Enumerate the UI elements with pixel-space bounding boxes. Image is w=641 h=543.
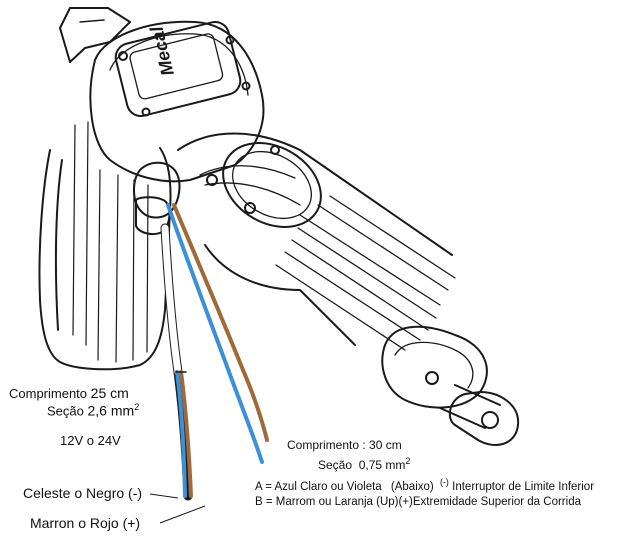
label-plate	[114, 21, 242, 117]
limit-section-label: Seção	[318, 458, 353, 472]
limit-section-value: 0,75 mm	[358, 458, 406, 472]
motor-length: Comprimento 25 cm	[9, 385, 129, 401]
legend-b-line: B = Marrom ou Laranja (Up)	[255, 496, 399, 508]
legend-b-desc: Extremidade Superior da Corrida	[412, 496, 581, 508]
outer-tube-bottom	[204, 244, 356, 346]
limit-length-value: 30 cm	[369, 438, 402, 452]
power-wire-blue	[175, 370, 187, 498]
motor-section-label: Seção	[47, 403, 84, 419]
motor-section-exp: 2	[134, 402, 140, 412]
legend-b: B = Marrom ou Laranja (Up)(+)Extremidade…	[255, 496, 581, 508]
limit-length: Comprimento : 30 cm	[287, 438, 402, 452]
cable-gland	[133, 161, 181, 219]
rod-eye	[448, 391, 520, 446]
gearbox-head	[89, 20, 265, 183]
outer-tube-top	[177, 132, 453, 256]
limit-wire-brown	[172, 203, 269, 442]
positive-wire-label: Marron o Rojo (+)	[30, 515, 141, 531]
limit-section-exp: 2	[405, 456, 411, 466]
legend-a: A = Azul Claro ou Violeta (Abaixo) (-) I…	[255, 477, 594, 493]
power-wire-brown	[179, 370, 193, 498]
legend-a-dir: (Abaixo)	[390, 480, 434, 493]
motor-voltage: 12V o 24V	[60, 433, 121, 448]
limit-wire-blue	[166, 203, 264, 464]
piston-rod	[439, 384, 501, 429]
power-wire-sheath	[161, 224, 182, 376]
rear-bracket	[59, 7, 131, 63]
legend-b-sign: (+)	[398, 496, 413, 508]
negative-wire-label: Celeste o Negro (-)	[23, 485, 143, 501]
legend-a-line: A = Azul Claro ou Violeta	[255, 480, 382, 493]
negative-leader	[149, 493, 179, 499]
legend-a-desc: Interruptor de Limite Inferior	[452, 480, 595, 493]
motor-section: Seção 2,6 mm2	[47, 402, 139, 418]
limit-section: Seção 0,75 mm2	[318, 456, 410, 472]
tube-collar	[222, 142, 322, 228]
motor-housing-edge	[54, 159, 63, 331]
motor-length-value: 25 cm	[90, 385, 129, 401]
motor-length-label: Comprimento	[9, 386, 88, 401]
motor-section-value: 2,6 mm	[87, 402, 135, 419]
limit-length-label: Comprimento :	[287, 438, 366, 452]
positive-leader	[159, 505, 206, 524]
legend-a-sign: (-)	[439, 477, 449, 487]
